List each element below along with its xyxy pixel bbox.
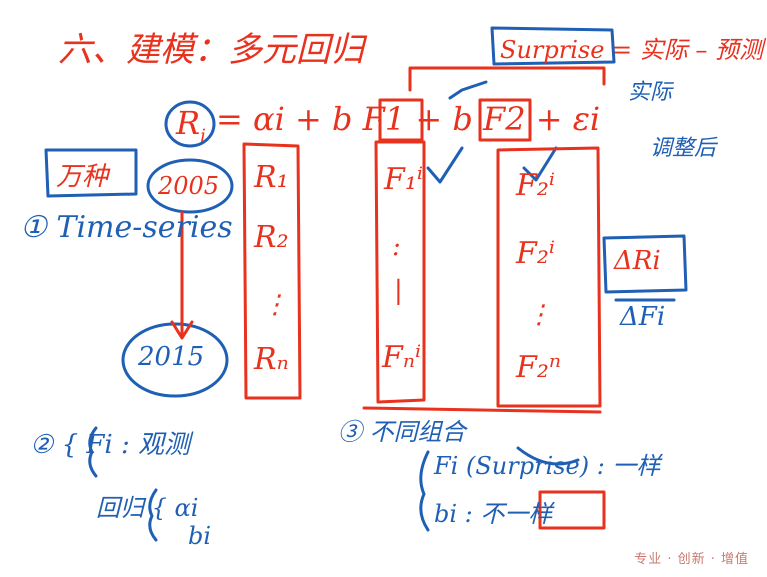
col3-f2: F₂ⁱ — [516, 236, 555, 271]
tick-1 — [426, 146, 464, 184]
surprise-box — [490, 26, 616, 66]
regress-label: 回归 { αi — [96, 494, 199, 522]
link-bracket — [408, 66, 606, 92]
eq-rhs: = αi + b F1 + b F2 + εi — [216, 100, 601, 138]
col1-r2: R₂ — [254, 220, 289, 255]
delta-box — [602, 234, 688, 294]
col1-dots: ⋮ — [262, 290, 288, 320]
regress-b: bi — [188, 522, 212, 550]
col3-f1: F₂ⁱ — [516, 168, 555, 203]
watermark: 专业 · 创新 · 增值 — [634, 552, 749, 567]
wanzhong-label: 万种 — [56, 162, 109, 192]
y2005-circle — [146, 158, 234, 214]
adjusted-note: 调整后 — [650, 136, 717, 161]
brace3-b: bi : 不一样 — [434, 500, 553, 528]
brace-regress — [148, 488, 158, 542]
arrow-head — [170, 320, 194, 340]
f2-box — [478, 98, 532, 142]
step3-label: ③ 不同组合 — [338, 418, 466, 446]
col3-dots: ⋮ — [526, 300, 552, 330]
wanzhong-box — [44, 148, 138, 198]
surprise-inline — [516, 446, 580, 466]
col3-fn: F₂ⁿ — [516, 350, 561, 385]
year-start: 2005 — [158, 172, 220, 200]
step2-label: ② { Fi : 观测 — [30, 430, 191, 460]
col2-colon: : — [392, 232, 401, 262]
col1-r1: R₁ — [254, 160, 289, 195]
col2-box — [374, 140, 426, 404]
brace3-a: Fi (Surprise) : 一样 — [434, 452, 661, 480]
tick-2 — [522, 146, 558, 182]
ri-circle — [164, 100, 216, 148]
col1-box — [242, 142, 302, 400]
buyiyang-box — [538, 490, 606, 530]
f1-box — [378, 98, 424, 142]
brace-step2 — [88, 426, 98, 478]
bottom-line — [362, 406, 602, 414]
board-title: 六、建模：多元回归 — [58, 30, 364, 70]
col2-fn: Fₙⁱ — [382, 340, 422, 375]
actual-note: 实际 — [628, 80, 673, 105]
col3-box — [496, 146, 602, 408]
step1-label: ① Time-series — [20, 210, 233, 245]
year-end: 2015 — [138, 342, 205, 372]
tick-3 — [448, 80, 488, 100]
col2-bar: | — [394, 276, 403, 306]
brace-step3 — [419, 450, 430, 532]
eq-lhs: Ri — [176, 104, 206, 147]
delta-f: ΔFi — [620, 302, 666, 332]
surprise-label: Surprise = 实际 – 预测 — [500, 36, 764, 64]
col2-f1: F₁ⁱ — [384, 162, 423, 197]
delta-r: ΔRi — [614, 246, 661, 276]
col1-rn: Rₙ — [254, 342, 289, 377]
